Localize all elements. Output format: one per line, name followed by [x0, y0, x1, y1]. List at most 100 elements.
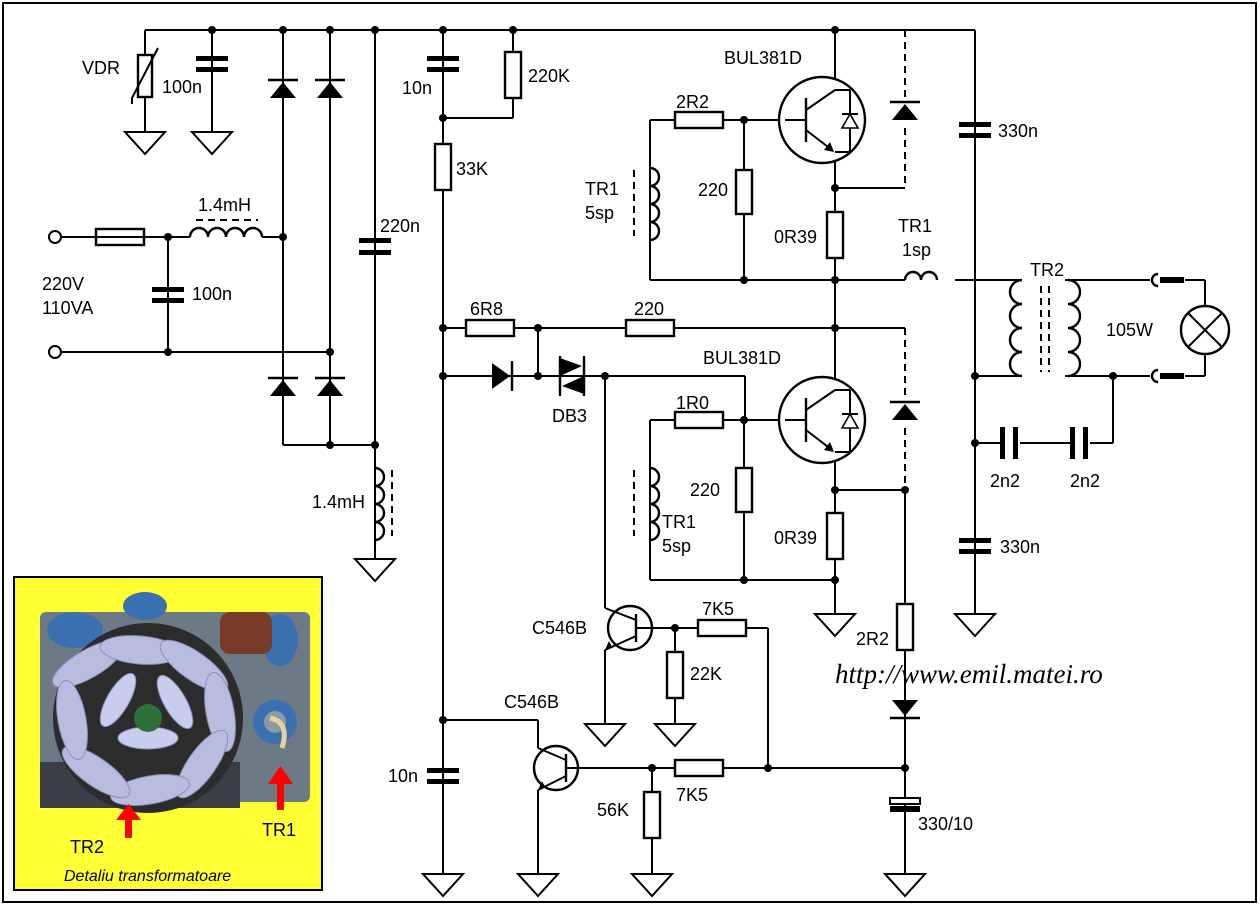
elco-label: 330/10 [918, 814, 973, 834]
capacitor-2n2-left [1000, 427, 1018, 459]
lamp [1179, 304, 1231, 356]
tr1-primary-winding [903, 270, 939, 281]
diac-db3 [558, 356, 586, 396]
fuse [94, 227, 146, 247]
res-33k-label: 33K [456, 159, 488, 179]
resistor-220-link [624, 318, 676, 338]
resistor-56k [642, 790, 662, 840]
cap-2n2-left-label: 2n2 [990, 471, 1020, 491]
res-220-top-label: 220 [698, 180, 728, 200]
diac-label: DB3 [552, 406, 587, 426]
res-2r2-bottom-label: 2R2 [856, 629, 889, 649]
cap-330n-bottom-label: 330n [1000, 537, 1040, 557]
res-220k-label: 220K [528, 66, 570, 86]
freewheel-diode-bottom [890, 400, 920, 420]
control-diode [890, 700, 920, 720]
tr1-toroid-photo [253, 700, 297, 749]
photo-label-tr1: TR1 [262, 820, 296, 840]
junction-dots [164, 26, 1117, 772]
resistor-1r0 [673, 410, 725, 430]
transistor-bottom-bul381d [777, 375, 867, 465]
resistor-6r8 [464, 318, 516, 338]
resistor-2r2-top [673, 110, 725, 130]
mains-terminal-n [48, 345, 62, 359]
tr1-top-winding [633, 166, 661, 242]
transistor-top-bul381d [777, 75, 867, 165]
tr2-label: TR2 [1030, 260, 1064, 280]
q-upper-label: C546B [532, 618, 587, 638]
transistor-c546b-lower [532, 744, 580, 792]
res-220-link-label: 220 [634, 299, 664, 319]
vdr-cap-label: 100n [162, 77, 202, 97]
lamp-power-label: 105W [1106, 320, 1153, 340]
res-6r8-label: 6R8 [470, 299, 503, 319]
capacitor-10n-bottom [427, 768, 459, 784]
cap-10n-top-label: 10n [402, 78, 432, 98]
tr2-toroid-photo [52, 623, 243, 813]
resistor-7k5-upper [696, 618, 748, 638]
transistor-top-label: BUL381D [724, 48, 802, 68]
website-url: http://www.emil.matei.ro [835, 659, 1103, 689]
start-diode [492, 361, 514, 391]
capacitor-vdr-100n [196, 56, 228, 72]
res-7k5-upper-label: 7K5 [702, 599, 734, 619]
resistor-220-top [734, 168, 754, 216]
resistor-2r2-bottom [895, 602, 915, 652]
tr1-primary-turns: 1sp [902, 240, 931, 260]
capacitor-330n-bottom [959, 538, 991, 554]
resistor-7k5-lower [673, 758, 725, 778]
tr2-arrow [116, 804, 141, 838]
res-56k-label: 56K [597, 800, 629, 820]
freewheel-diode-top [890, 100, 920, 120]
mains-voltage-label: 220V [42, 274, 84, 294]
bus-choke-label: 1.4mH [312, 492, 365, 512]
resistor-0r39-bottom [825, 511, 845, 561]
input-choke [188, 219, 264, 238]
vdr-varistor [131, 47, 159, 104]
tr1-top-name: TR1 [585, 179, 619, 199]
blue-capacitor [47, 612, 103, 648]
res-0r39-bottom-label: 0R39 [774, 528, 817, 548]
capacitor-10n-top [427, 56, 459, 72]
res-2r2-top-label: 2R2 [676, 92, 709, 112]
res-220-bottom-label: 220 [690, 480, 720, 500]
photo-inset: TR2 TR1 Detaliu transformatoare [13, 576, 323, 891]
tr1-bottom-winding [633, 466, 661, 542]
transistor-c546b-upper [604, 604, 654, 652]
electrolytic-capacitor [889, 797, 921, 812]
vdr-label: VDR [82, 58, 120, 78]
q-lower-label: C546B [504, 692, 559, 712]
capacitor-2n2-right [1070, 427, 1088, 459]
transformer-tr2 [1008, 278, 1082, 378]
res-1r0-label: 1R0 [676, 393, 709, 413]
resistor-33k [433, 142, 453, 192]
input-cap-label: 100n [192, 284, 232, 304]
input-choke-label: 1.4mH [198, 195, 251, 215]
resistor-220-bottom [734, 466, 754, 514]
cap-330n-top-label: 330n [998, 121, 1038, 141]
photo-label-tr2: TR2 [70, 837, 104, 857]
bus-choke [374, 466, 393, 542]
output-connectors [1150, 272, 1184, 384]
bridge-diodes [268, 78, 345, 396]
res-0r39-top-label: 0R39 [774, 227, 817, 247]
resistor-0r39-top [825, 210, 845, 260]
capacitor-330n-top [959, 122, 991, 138]
capacitor-220n [359, 238, 391, 255]
tr1-bottom-name: TR1 [662, 512, 696, 532]
film-capacitor [220, 612, 272, 654]
res-7k5-lower-label: 7K5 [676, 785, 708, 805]
tr1-top-turns: 5sp [585, 203, 614, 223]
tr1-primary-name: TR1 [898, 216, 932, 236]
bus-cap-label: 220n [380, 216, 420, 236]
mains-power-label: 110VA [42, 298, 93, 318]
res-22k-label: 22K [690, 664, 722, 684]
cap-10n-bottom-label: 10n [388, 766, 418, 786]
resistor-220k [503, 50, 523, 100]
tr1-bottom-turns: 5sp [662, 536, 691, 556]
capacitor-input-100n [152, 287, 184, 303]
mains-terminal-l [48, 230, 62, 244]
cap-2n2-right-label: 2n2 [1070, 471, 1100, 491]
photo-caption: Detaliu transformatoare [64, 868, 231, 885]
